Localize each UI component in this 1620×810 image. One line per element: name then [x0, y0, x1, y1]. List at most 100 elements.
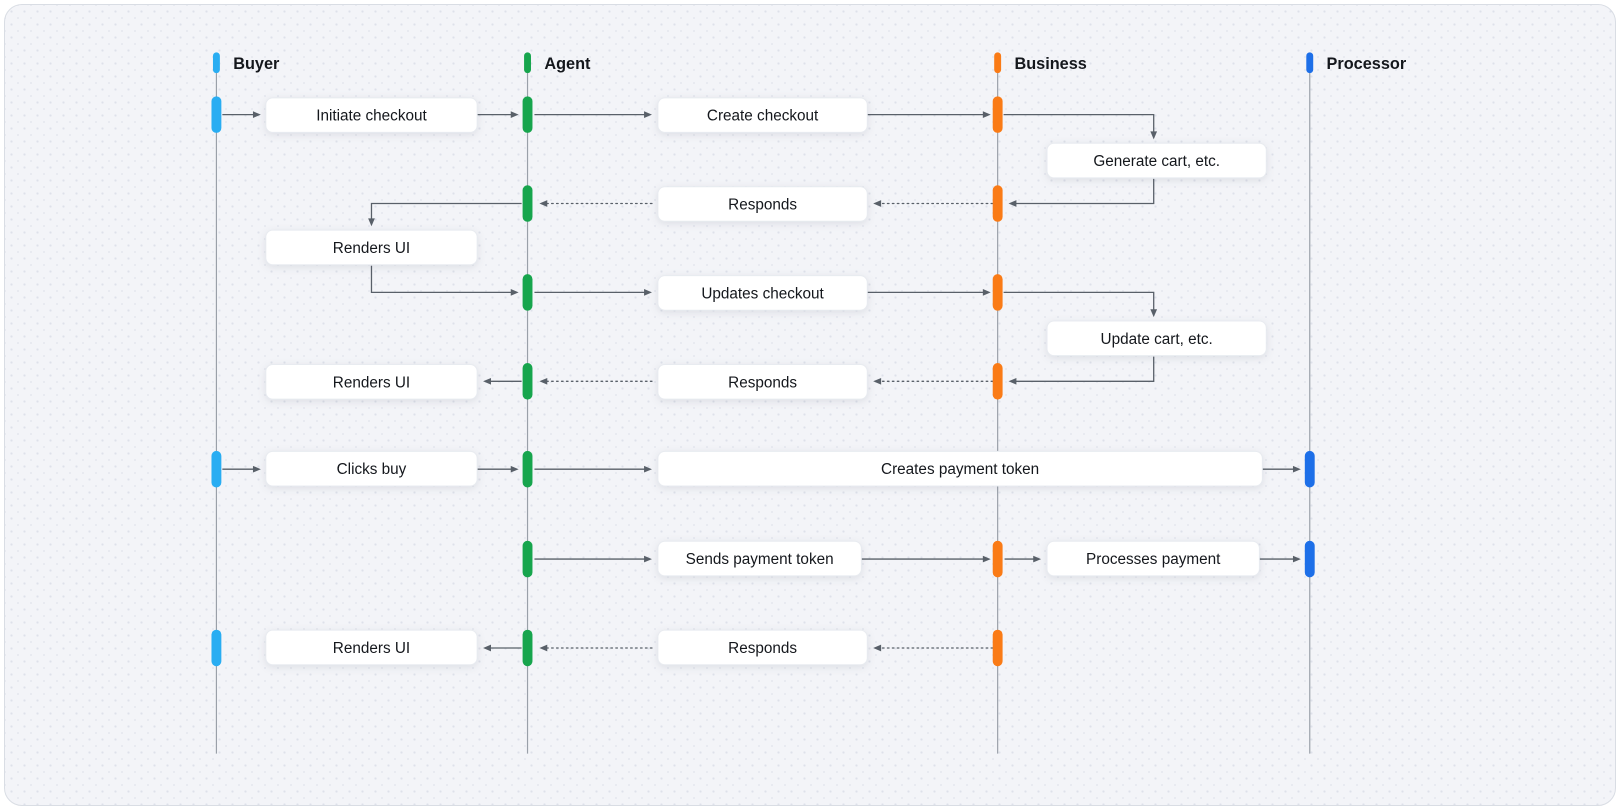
actor-label-agent: Agent: [544, 55, 591, 73]
sequence-diagram: Initiate checkout Create checkoutGenerate…: [211, 52, 1407, 754]
message-box: Create checkout: [657, 97, 868, 133]
arrowhead-icon: [873, 377, 882, 385]
message-box-bg: [265, 364, 478, 400]
arrowhead-icon: [1033, 555, 1042, 563]
activation-bar-business: [992, 96, 1003, 133]
arrowhead-icon: [252, 111, 261, 118]
actor-label-buyer: Buyer: [233, 55, 280, 73]
message-box-bg: [657, 186, 868, 222]
arrowhead-icon: [1150, 131, 1158, 140]
activation-bar-buyer: [211, 450, 222, 488]
message-box: Renders UI: [265, 629, 478, 666]
message-box: Creates payment token: [657, 450, 1263, 487]
message-box: Updates checkout: [657, 275, 868, 311]
message-box-bg: [265, 629, 478, 666]
arrowhead-icon: [539, 644, 548, 652]
actor-marker-business: [994, 52, 1002, 74]
arrowhead-icon: [1292, 555, 1301, 563]
message-box: Renders UI: [265, 364, 478, 400]
message-label: Sends payment token: [686, 551, 834, 568]
arrowhead-icon: [873, 644, 882, 652]
activation-bar-agent: [522, 363, 533, 400]
activation-bar-agent: [522, 185, 533, 222]
arrowhead-icon: [539, 200, 548, 207]
message-box-bg: [657, 364, 868, 400]
arrowhead-icon: [1150, 309, 1158, 318]
activation-bar-buyer: [211, 629, 222, 667]
message-label: Creates payment token: [881, 461, 1039, 478]
message-box: Processes payment: [1046, 540, 1260, 577]
message-label: Create checkout: [707, 108, 819, 125]
message-box: Sends payment token: [657, 540, 862, 577]
activation-bar-business: [992, 629, 1003, 667]
message-label: Renders UI: [333, 640, 410, 657]
arrowhead-icon: [510, 289, 519, 296]
message-label: Responds: [728, 197, 797, 214]
arrowhead-icon: [483, 644, 491, 652]
activation-bar-processor: [1304, 450, 1315, 488]
message-box-bg: [265, 450, 478, 487]
actor-marker-agent: [524, 52, 531, 74]
arrowhead-icon: [539, 377, 548, 385]
activation-bar-agent: [522, 96, 533, 133]
arrowhead-icon: [1008, 377, 1017, 385]
message-box-bg: [265, 229, 478, 266]
message-box-bg: [1046, 540, 1260, 577]
activation-bar-business: [992, 274, 1003, 311]
activation-bar-agent: [522, 450, 533, 488]
message-box: Renders UI: [265, 229, 478, 266]
arrowhead-icon: [644, 465, 652, 473]
message-label: Renders UI: [333, 374, 410, 391]
activation-bar-agent: [522, 629, 533, 667]
message-box-bg: [657, 450, 1263, 487]
arrowhead-icon: [1008, 200, 1017, 207]
arrowhead-icon: [644, 555, 652, 563]
message-label: Responds: [728, 374, 797, 391]
arrowhead-icon: [252, 465, 261, 473]
message-box-bg: [657, 540, 862, 577]
arrowhead-icon: [483, 377, 491, 385]
message-arrow-line: [1014, 356, 1155, 382]
message-arrow-line: [1014, 178, 1155, 205]
message-box: Initiate checkout: [265, 97, 478, 133]
message-label: Clicks buy: [337, 461, 407, 478]
message-box-bg: [265, 97, 478, 133]
arrowhead-icon: [1292, 465, 1301, 473]
message-box: Responds: [657, 186, 868, 222]
message-box-bg: [1046, 142, 1267, 179]
message-label: Renders UI: [333, 240, 410, 257]
message-arrow-line: [1003, 291, 1155, 312]
message-label: Updates checkout: [701, 285, 824, 302]
actor-label-processor: Processor: [1327, 55, 1407, 73]
message-box-bg: [657, 97, 868, 133]
message-box: Responds: [657, 364, 868, 400]
message-box-bg: [657, 275, 868, 311]
message-label: Responds: [728, 640, 797, 657]
message-box-bg: [1046, 320, 1267, 357]
arrowhead-icon: [982, 111, 991, 118]
message-label: Initiate checkout: [316, 108, 427, 125]
activation-bar-processor: [1304, 540, 1315, 578]
arrowhead-icon: [510, 465, 519, 473]
message-box: Generate cart, etc.: [1046, 142, 1267, 179]
message-box: Update cart, etc.: [1046, 320, 1267, 357]
arrowhead-icon: [873, 200, 882, 207]
arrowhead-icon: [644, 111, 652, 118]
message-box: Responds: [657, 629, 868, 666]
message-label: Processes payment: [1086, 551, 1221, 568]
message-box: Clicks buy: [265, 450, 478, 487]
activation-bar-buyer: [211, 96, 222, 133]
message-arrow-line: [370, 202, 522, 221]
activation-bar-agent: [522, 540, 533, 578]
activation-bar-business: [992, 540, 1003, 578]
message-label: Generate cart, etc.: [1093, 153, 1220, 170]
message-arrow-line: [1003, 113, 1155, 134]
actor-label-business: Business: [1014, 55, 1086, 73]
message-label: Update cart, etc.: [1101, 331, 1213, 348]
arrowhead-icon: [510, 111, 519, 118]
arrowhead-icon: [982, 289, 991, 296]
message-arrow-line: [370, 265, 513, 294]
actor-marker-buyer: [212, 52, 220, 74]
arrowhead-icon: [368, 218, 375, 227]
